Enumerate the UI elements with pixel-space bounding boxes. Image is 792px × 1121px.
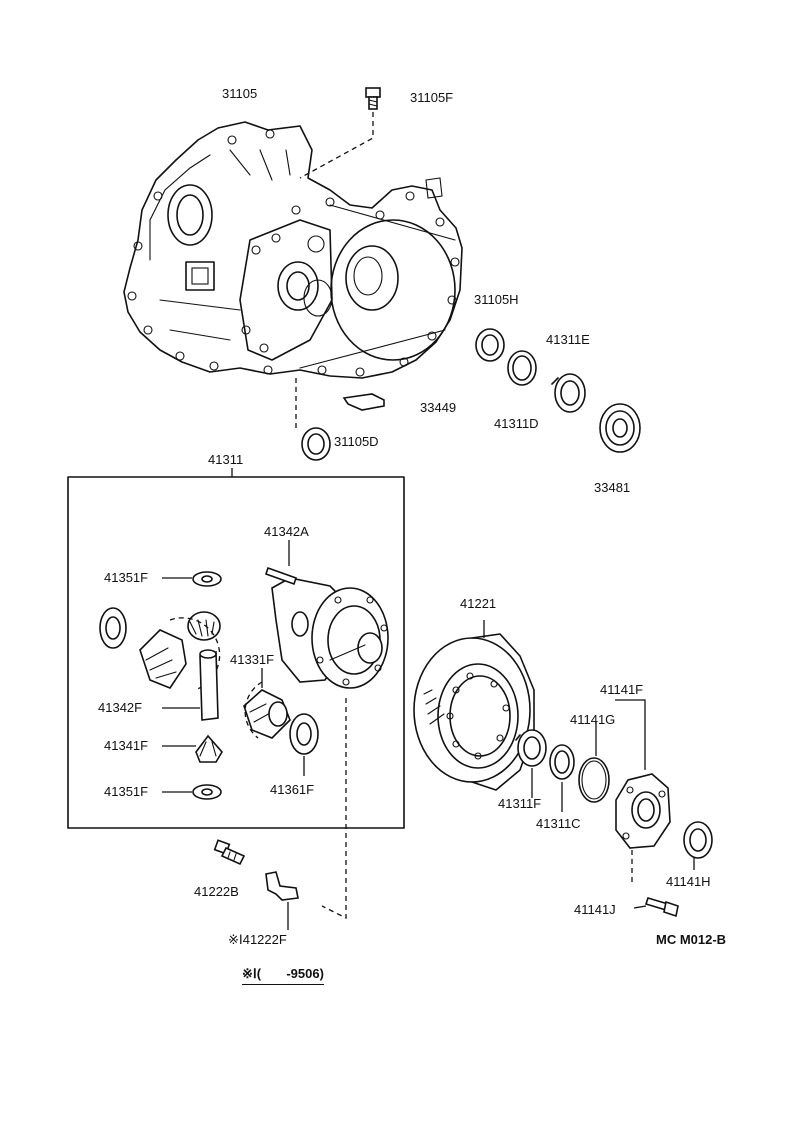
bolt-41141J-drawing: [633, 897, 679, 918]
pin-41342A-drawing: [264, 540, 298, 586]
label-41311: 41311: [208, 452, 244, 467]
bolt-41222B-drawing: [213, 839, 246, 866]
label-41342A: 41342A: [264, 524, 309, 539]
washer-41361F-drawing: [289, 713, 319, 776]
label-41351F-top: 41351F: [104, 570, 149, 585]
retainer-41141F-drawing: [615, 699, 671, 884]
oil-seal-31105D-drawing: [295, 378, 331, 461]
oil-seal-41141H-drawing: [683, 821, 713, 870]
side-gear-41331F-drawing: [243, 668, 291, 739]
label-33481: 33481: [594, 480, 631, 495]
footnote: ※Ⅰ( -9506): [242, 966, 324, 985]
differential-assembly-box: [67, 476, 405, 829]
label-41222B: 41222B: [194, 884, 239, 899]
plate-33449-drawing: [342, 393, 385, 411]
shim-41311D-drawing: [507, 350, 537, 386]
label-31105: 31105: [222, 86, 258, 101]
label-41311D: 41311D: [494, 416, 539, 431]
transaxle-case-drawing: [123, 121, 463, 379]
diagram-code: MC M012-B: [656, 932, 727, 947]
label-33449: 33449: [420, 400, 457, 415]
label-41331F: 41331F: [230, 652, 275, 667]
label-31105H: 31105H: [474, 292, 519, 307]
label-31105F: 31105F: [410, 90, 454, 105]
bearing-41311F-drawing: [515, 729, 547, 798]
oil-seal-31105H-drawing: [475, 328, 505, 362]
label-41342F: 41342F: [98, 700, 143, 715]
label-41221: 41221: [460, 596, 497, 611]
lock-plate-41222F-drawing: [265, 698, 347, 930]
label-41341F: 41341F: [104, 738, 149, 753]
shaft-41342F-drawing: [162, 649, 219, 721]
label-41361F: 41361F: [270, 782, 315, 797]
washer-41361F-left-drawing: [99, 607, 127, 649]
bearing-41311E-drawing: [551, 373, 586, 413]
bolt-31105F-drawing: [299, 87, 381, 179]
shim-41311C-drawing: [549, 744, 575, 812]
label-41141G: 41141G: [570, 712, 616, 727]
label-41311F: 41311F: [498, 796, 542, 811]
oil-seal-33481-drawing: [599, 403, 641, 453]
label-41141J: 41141J: [574, 902, 616, 917]
label-41311C: 41311C: [536, 816, 581, 831]
label-41311E: 41311E: [546, 332, 590, 347]
o-ring-41141G-drawing: [578, 722, 610, 803]
label-31105D: 31105D: [334, 434, 379, 449]
side-gear-left-drawing: [139, 617, 221, 691]
washer-41351F-top-drawing: [192, 571, 222, 587]
label-41141H: 41141H: [666, 874, 711, 889]
label-41141F: 41141F: [600, 682, 644, 697]
differential-case-drawing: [271, 577, 389, 689]
pinion-gear-41341F-drawing: [162, 734, 223, 763]
ring-gear-41221-drawing: [413, 620, 535, 791]
label-41222F: ※Ⅰ41222F: [228, 932, 287, 947]
label-41351F-bottom: 41351F: [104, 784, 149, 799]
washer-41351F-bottom-drawing: [162, 784, 222, 800]
